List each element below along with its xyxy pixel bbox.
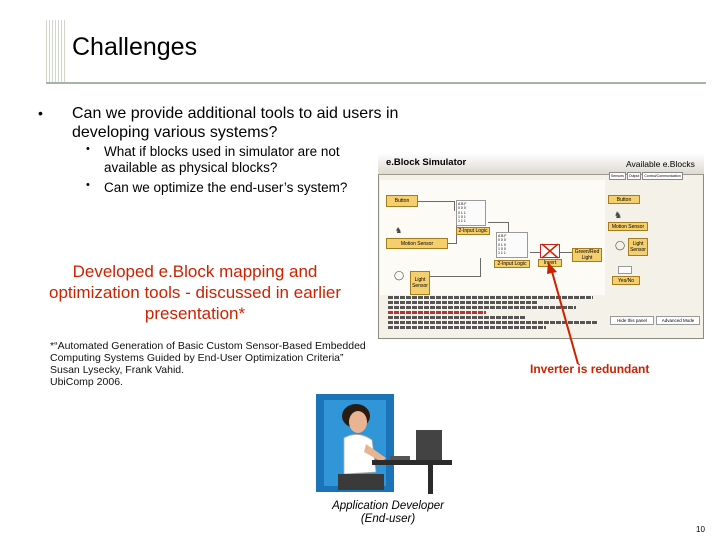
bullet-dot: • [38, 105, 43, 121]
illustration-caption: Application Developer (End-user) [318, 500, 458, 526]
light-sensor-label: Light Sensor [412, 277, 428, 289]
mapping-line2: optimization tools - discussed in earlie… [49, 283, 341, 302]
tab-output[interactable]: Output [626, 172, 642, 180]
palette-yes-no-block[interactable]: Yes/No [612, 276, 640, 285]
simulator-log [388, 296, 602, 336]
truth-row: 1 0 1 [458, 214, 466, 219]
reference-line2: Computing Systems Guided by End-User Opt… [50, 352, 344, 364]
truth-row: 1 0 0 [498, 246, 506, 251]
truth-row: 0 1 0 [498, 242, 506, 247]
wire [480, 258, 481, 277]
log-line [388, 306, 577, 309]
page-number: 10 [696, 525, 705, 534]
palette-motion-icon: ♞ [614, 210, 623, 220]
motion-sensor-icon: ♞ [395, 226, 403, 235]
mapping-highlight: Developed e.Block mapping and optimizati… [30, 261, 360, 324]
log-line [388, 296, 594, 299]
button-block[interactable]: Button [386, 195, 418, 207]
palette-yes-no-label: Yes/No [618, 277, 634, 284]
truth-table-2[interactable]: A B F 0 0 0 0 1 0 1 0 0 1 1 1 [496, 232, 528, 258]
logic-block-1-label: 2-Input Logic [458, 228, 488, 234]
log-line [388, 301, 538, 304]
mapping-line1: Developed e.Block mapping and [72, 262, 318, 281]
sub-bullet-1-line1: What if blocks used in simulator are not [104, 144, 340, 159]
title-divider [46, 82, 706, 84]
wire [454, 201, 455, 211]
truth-row: 0 0 0 [498, 238, 506, 243]
tab-control[interactable]: Control/Communication [642, 172, 683, 180]
redundant-arrow [547, 262, 579, 365]
caption-line2: (End-user) [360, 513, 416, 525]
mapping-line3: presentation* [144, 304, 246, 323]
sub-bullet-2: Can we optimize the end-user’s system? [104, 180, 347, 196]
reference-line1: *“Automated Generation of Basic Custom S… [50, 340, 366, 352]
truth-table-1[interactable]: A B F 0 0 0 0 1 1 1 0 1 1 1 1 [456, 200, 486, 226]
palette-motion-block[interactable]: Motion Sensor [608, 222, 648, 231]
sub-bullet-1-line2: available as physical blocks? [104, 160, 278, 175]
wire [448, 243, 456, 244]
truth-row: 1 1 1 [498, 251, 506, 256]
light-sensor-block[interactable]: Light Sensor [410, 271, 430, 295]
bullet-1: Can we provide additional tools to aid u… [72, 104, 398, 142]
truth-row: 0 0 0 [458, 206, 466, 211]
truth-row: 1 1 1 [458, 219, 466, 224]
wire [530, 252, 540, 253]
light-bulb-icon: ◯ [394, 270, 405, 280]
simulator-title: e.Block Simulator [386, 157, 467, 168]
palette-light-block[interactable]: Light Sensor [628, 238, 648, 256]
caption-line1: Application Developer [332, 500, 444, 512]
sub-bullet-dot: • [86, 179, 90, 191]
wire [430, 276, 480, 277]
wire [488, 222, 508, 223]
reference-line4: UbiComp 2006. [50, 376, 123, 388]
log-line [388, 316, 525, 319]
motion-sensor-block[interactable]: Motion Sensor [386, 238, 448, 249]
reference-citation: *“Automated Generation of Basic Custom S… [50, 340, 370, 388]
hide-panel-button[interactable]: Hide this panel [610, 316, 654, 325]
advanced-mode-button[interactable]: Advanced Mode [656, 316, 700, 325]
log-line [388, 326, 547, 329]
palette-light-label: Light Sensor [630, 241, 646, 253]
truth-row: A B F [458, 202, 467, 206]
truth-row: 0 1 1 [458, 210, 466, 215]
led-block[interactable]: Green/Red Light [572, 248, 602, 262]
redundant-x-icon [541, 243, 559, 259]
bullet-1-line2: developing various systems? [72, 124, 278, 141]
available-blocks-title: Available e.Blocks [626, 159, 695, 169]
logic-block-1[interactable]: 2-Input Logic [456, 227, 490, 235]
wire [560, 252, 572, 253]
palette-button-block[interactable]: Button [608, 195, 640, 204]
button-block-label: Button [394, 198, 410, 204]
invert-block-label: Invert [543, 260, 557, 266]
led-block-label: Green/Red Light [574, 249, 600, 261]
palette-motion-label: Motion Sensor [611, 223, 645, 230]
motion-sensor-label: Motion Sensor [400, 240, 434, 247]
palette-tabs: Sensors Output Control/Communication [609, 172, 704, 180]
end-user-illustration [316, 394, 452, 494]
title-decoration [46, 20, 66, 84]
logic-block-2[interactable]: 2-Input Logic [494, 260, 530, 268]
wire [418, 201, 454, 202]
simulator-header [378, 153, 704, 175]
sub-bullet-dot: • [86, 143, 90, 155]
truth-row: A B F [498, 234, 507, 238]
log-line [388, 321, 598, 324]
palette-button-label: Button [616, 196, 632, 203]
redundant-annotation: Inverter is redundant [530, 362, 650, 376]
reference-line3: Susan Lysecky, Frank Vahid. [50, 364, 185, 376]
logic-block-2-label: 2-Input Logic [497, 261, 527, 267]
palette-light-icon: ◯ [615, 240, 626, 250]
sub-bullet-1: What if blocks used in simulator are not… [104, 144, 340, 176]
tab-sensors[interactable]: Sensors [609, 172, 626, 180]
sub-bullet-2-line1: Can we optimize the end-user’s system? [104, 180, 348, 195]
slide-title: Challenges [72, 33, 198, 61]
log-line [388, 311, 487, 314]
palette-yes-no-display [618, 266, 632, 274]
bullet-1-line1: Can we provide additional tools to aid u… [72, 105, 399, 122]
